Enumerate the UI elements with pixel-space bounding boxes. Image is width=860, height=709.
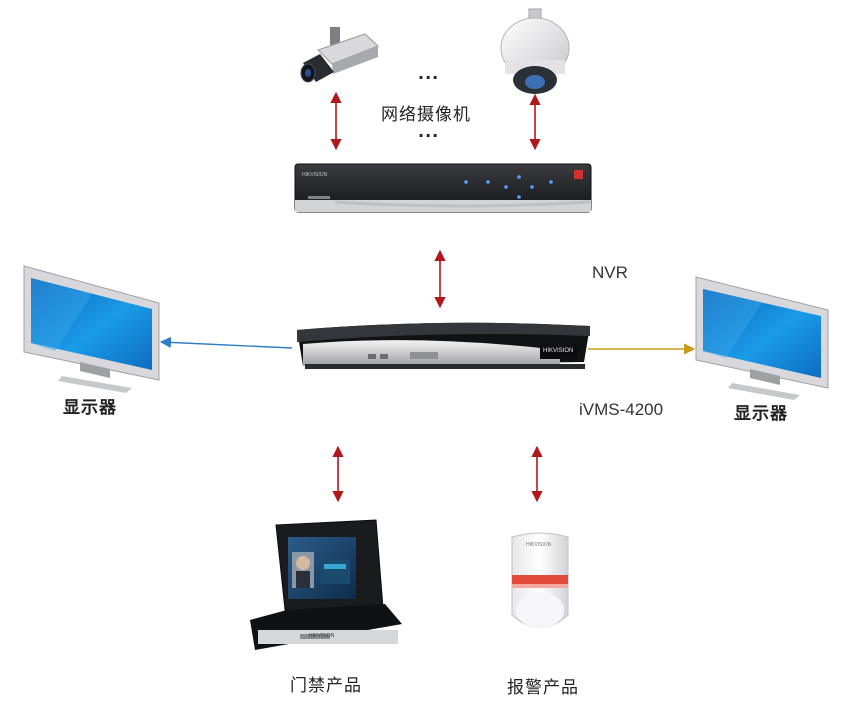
box-camera-icon	[300, 27, 379, 83]
ivms-server-device	[297, 322, 590, 369]
access-control-label: 门禁产品	[290, 676, 362, 696]
server-brand-badge: HIKVISION	[543, 348, 574, 354]
detector-brand-label: HIKVISION	[526, 542, 552, 548]
left-monitor-icon	[23, 265, 160, 393]
nvr-label: NVR	[592, 263, 628, 282]
server-to-left-monitor-arrow	[159, 336, 293, 349]
ellipsis-top: ...	[418, 64, 440, 83]
network-cameras-label: 网络摄像机	[381, 105, 471, 125]
left-display-label: 显示器	[63, 398, 117, 418]
nvr-device	[294, 163, 592, 213]
ivms-label: iVMS-4200	[579, 400, 664, 419]
right-monitor-icon	[695, 276, 829, 400]
alarm-detector-icon	[511, 532, 569, 628]
nvr-brand-label: HIKVISION	[302, 172, 328, 178]
camera-to-nvr-arrows	[330, 91, 541, 151]
terminal-brand-label: HIKVISION	[309, 633, 335, 639]
dome-camera-icon	[500, 8, 570, 94]
right-display-label: 显示器	[734, 404, 788, 424]
access-control-terminal-icon	[250, 519, 402, 650]
alarm-products-label: 报警产品	[507, 678, 579, 698]
ellipsis-bottom: ...	[418, 122, 440, 141]
